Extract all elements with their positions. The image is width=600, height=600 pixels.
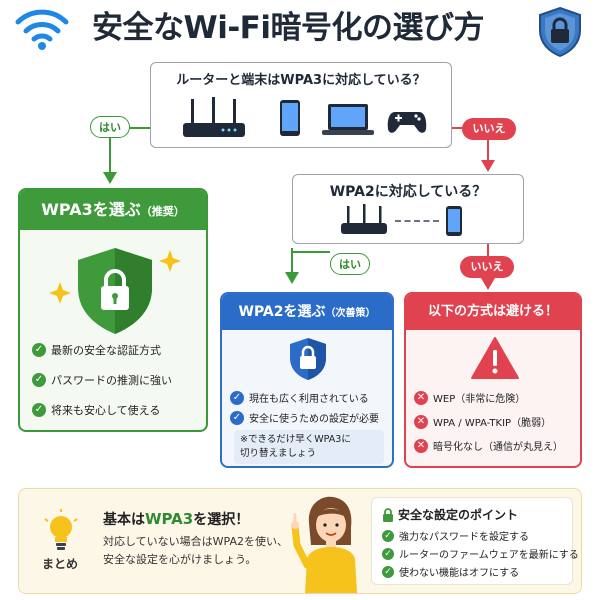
summary-highlight: WPA3 xyxy=(145,510,194,528)
point-item-text: ルーターのファームウェアを最新にする xyxy=(399,550,579,561)
cross-icon: ✕ xyxy=(414,390,428,405)
summary-sub: 対応していない場合はWPA2を使い、 安全な設定を心がけましょう。 xyxy=(103,533,288,569)
avoid-item-text: 暗号化なし（通信が丸見え） xyxy=(433,442,563,453)
lightbulb-icon xyxy=(44,509,78,550)
avoid-item: ✕ WPA / WPA-TKIP（脆弱） xyxy=(414,414,551,429)
wifi-icon xyxy=(14,6,70,52)
woman-pointing-illustration xyxy=(291,496,357,593)
question-wpa3-text: ルーターと端末はWPA3に対応している？ xyxy=(176,73,426,88)
wpa2-item: ✓ 現在も広く利用されている xyxy=(230,390,369,405)
check-icon: ✓ xyxy=(32,403,46,417)
wpa3-item: ✓ 最新の安全な認証方式 xyxy=(32,342,161,358)
no-label-2: いいえ xyxy=(460,256,514,278)
check-icon: ✓ xyxy=(230,410,244,425)
point-item: ✓ 強力なパスワードを設定する xyxy=(382,528,529,543)
game-controller-icon xyxy=(387,112,427,133)
check-icon: ✓ xyxy=(32,373,46,387)
connection-line xyxy=(395,220,439,222)
wpa2-card-title: WPA2を選ぶ（次善策） xyxy=(222,294,392,330)
summary-panel: まとめ 基本はWPA3を選択！ 対応していない場合はWPA2を使い、 安全な設定… xyxy=(18,488,582,594)
wpa2-item: ✓ 安全に使うための設定が必要 xyxy=(230,410,379,425)
point-item-text: 強力なパスワードを設定する xyxy=(399,532,529,543)
wpa3-item: ✓ パスワードの推測に強い xyxy=(32,372,172,388)
wpa3-item-text: 将来も安心して使える xyxy=(51,404,161,417)
question-wpa2-text: WPA2に対応している？ xyxy=(329,184,487,200)
page-title: 安全なWi-Fi暗号化の選び方 xyxy=(92,10,485,46)
wpa2-note-line: 切り替えましょう xyxy=(240,448,317,459)
avoid-item: ✕ WEP（非常に危険） xyxy=(414,390,525,405)
check-icon: ✓ xyxy=(230,390,244,405)
wpa2-note-line: ※できるだけ早くWPA3に xyxy=(240,434,351,445)
wpa3-item: ✓ 将来も安心して使える xyxy=(32,402,160,418)
question-wpa2-support: WPA2に対応している？ xyxy=(292,174,524,244)
smartphone-icon xyxy=(446,206,462,236)
points-title: 安全な設定のポイント xyxy=(382,506,518,523)
router-icon xyxy=(183,97,245,137)
yes-label: はい xyxy=(90,116,130,138)
wpa3-title-text: WPA3を選ぶ xyxy=(41,200,141,219)
summary-sub-line: 対応していない場合はWPA2を使い、 xyxy=(103,535,288,548)
no-label: いいえ xyxy=(462,118,516,140)
smartphone-icon xyxy=(280,100,300,136)
cross-icon: ✕ xyxy=(414,438,428,453)
shield-lock-icon xyxy=(536,6,584,58)
router-icon xyxy=(341,204,387,234)
point-item: ✓ ルーターのファームウェアを最新にする xyxy=(382,546,579,561)
points-panel: 安全な設定のポイント ✓ 強力なパスワードを設定する ✓ ルーターのファームウェアを… xyxy=(371,497,579,585)
point-item: ✓ 使わない機能はオフにする xyxy=(382,564,519,579)
check-icon: ✓ xyxy=(382,565,394,578)
shield-lock-icon xyxy=(49,248,181,334)
avoid-card-title: 以下の方式は避ける！ xyxy=(406,294,580,330)
summary-main-suffix: を選択！ xyxy=(193,512,250,528)
wpa2-card: WPA2を選ぶ（次善策） ✓ 現在も広く利用されている ✓ 安全に使うための設定が必… xyxy=(220,292,394,468)
lock-icon xyxy=(383,507,393,522)
wpa2-item-text: 現在も広く利用されている xyxy=(249,394,369,405)
yes-label-2: はい xyxy=(330,253,370,275)
wpa3-card-title: WPA3を選ぶ（推奨） xyxy=(20,190,206,230)
wpa2-tag: （次善策） xyxy=(325,308,376,319)
cross-icon: ✕ xyxy=(414,414,428,429)
wpa3-tag: （推奨） xyxy=(140,205,185,218)
point-item-text: 使わない機能はオフにする xyxy=(399,568,520,579)
avoid-item: ✕ 暗号化なし（通信が丸見え） xyxy=(414,438,563,453)
shield-lock-icon xyxy=(290,338,326,380)
wpa3-item-text: パスワードの推測に強い xyxy=(51,374,172,387)
avoid-item-text: WEP（非常に危険） xyxy=(433,394,526,405)
check-icon: ✓ xyxy=(32,343,46,357)
wpa2-item-text: 安全に使うための設定が必要 xyxy=(249,414,379,425)
check-icon: ✓ xyxy=(382,547,394,560)
laptop-icon xyxy=(322,104,374,135)
wpa3-item-text: 最新の安全な認証方式 xyxy=(51,344,161,357)
avoid-item-text: WPA / WPA-TKIP（脆弱） xyxy=(433,418,552,429)
wpa2-note: ※できるだけ早くWPA3に 切り替えましょう xyxy=(234,430,384,464)
summary-label: まとめ xyxy=(41,557,78,571)
summary-sub-line: 安全な設定を心がけましょう。 xyxy=(103,553,257,566)
summary-main: 基本はWPA3を選択！ xyxy=(103,509,249,529)
points-title-text: 安全な設定のポイント xyxy=(398,508,519,522)
warning-icon xyxy=(471,337,519,379)
summary-main-prefix: 基本は xyxy=(103,512,145,528)
avoid-card: 以下の方式は避ける！ ✕ WEP（非常に危険） ✕ WPA / WPA-TKIP（脆… xyxy=(404,292,582,468)
wpa3-card: WPA3を選ぶ（推奨） ✓ 最新の安全な認証方式 ✓ パスワードの推測に強い ✓ 将来… xyxy=(18,188,208,432)
check-icon: ✓ xyxy=(382,529,394,542)
question-wpa3-support: ルーターと端末はWPA3に対応している？ xyxy=(150,62,452,148)
wpa2-title-text: WPA2を選ぶ xyxy=(238,304,326,320)
